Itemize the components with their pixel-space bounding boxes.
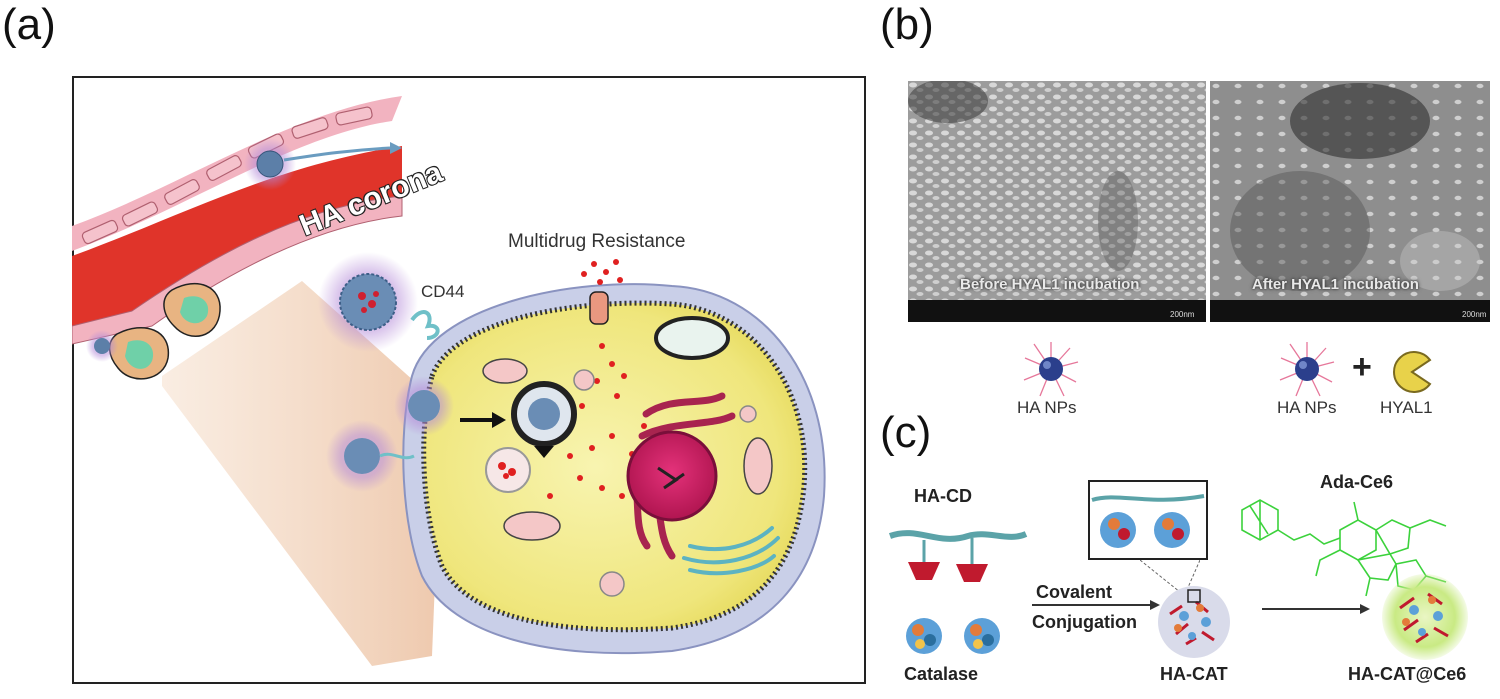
ha-cat-ce6-label: HA-CAT@Ce6 [1348, 664, 1467, 684]
plus-sign: + [1352, 348, 1372, 386]
panel-b-label: (b) [880, 0, 934, 49]
efflux-pump [589, 291, 609, 325]
vessel-nanoparticle [256, 150, 284, 178]
ha-np-icon [1023, 342, 1079, 397]
lysosome [485, 447, 531, 493]
covalent-label: Covalent [1036, 582, 1113, 602]
catalase-icons [906, 618, 1000, 654]
bound-np [344, 438, 380, 474]
ha-cd-schematic [888, 530, 1028, 582]
vessel-flow-arrow [283, 146, 391, 162]
ha-nps-label-left: HA NPs [1017, 398, 1077, 417]
ha-corona-np [339, 273, 397, 331]
mitochondrion [482, 358, 528, 384]
tem-image-before [908, 81, 1206, 322]
effluxed-drug [581, 259, 623, 285]
catalase-label: Catalase [904, 664, 979, 684]
ha-np-icon [1279, 342, 1335, 397]
cd44-label: CD44 [421, 282, 465, 301]
hyal1-enzyme-icon [1393, 351, 1432, 393]
mitochondrion [503, 511, 561, 541]
conjugation-label: Conjugation [1032, 612, 1137, 632]
ha-cat-ce6-particle [1382, 574, 1468, 660]
golgi-apparatus [682, 526, 780, 576]
zoom-lines [1140, 560, 1200, 593]
zoom-beam [162, 281, 442, 666]
vesicle [573, 369, 595, 391]
released-drug [547, 343, 647, 499]
ha-cat-label: HA-CAT [1160, 664, 1228, 684]
vacuole [654, 316, 730, 360]
mitochondrion [743, 437, 773, 495]
hyal1-label: HYAL1 [1380, 398, 1433, 417]
ada-ce6-label: Ada-Ce6 [1320, 472, 1394, 492]
before-hyal1-caption: Before HYAL1 incubation [960, 276, 1140, 293]
ha-cd-label: HA-CD [914, 486, 972, 506]
ce6-loading-arrow [1262, 604, 1370, 614]
panel-a-label: (a) [2, 0, 56, 49]
endocytosing-np [408, 390, 440, 422]
chromatin [657, 466, 685, 490]
panel-c-label: (c) [880, 408, 932, 457]
cd44-receptor [410, 310, 440, 340]
ha-nps-label-right: HA NPs [1277, 398, 1337, 417]
endothelial-cells [81, 106, 373, 245]
scale-bar-left: 200nm [1170, 310, 1195, 319]
vesicle [599, 571, 625, 597]
blood-vessel-lumen [72, 146, 402, 326]
conjugation-arrow [1032, 600, 1160, 610]
multidrug-resistance-label: Multidrug Resistance [508, 231, 686, 252]
tumor-cells-outside [86, 282, 221, 380]
tem-image-after [1210, 81, 1490, 322]
panel-a-illustration [72, 76, 866, 684]
scale-bar-right: 200nm [1462, 310, 1487, 319]
after-hyal1-caption: After HYAL1 incubation [1252, 276, 1419, 293]
ha-cat-particle [1158, 586, 1230, 658]
ha-cat-zoom-inset [1088, 480, 1208, 560]
vesicle [739, 405, 757, 423]
